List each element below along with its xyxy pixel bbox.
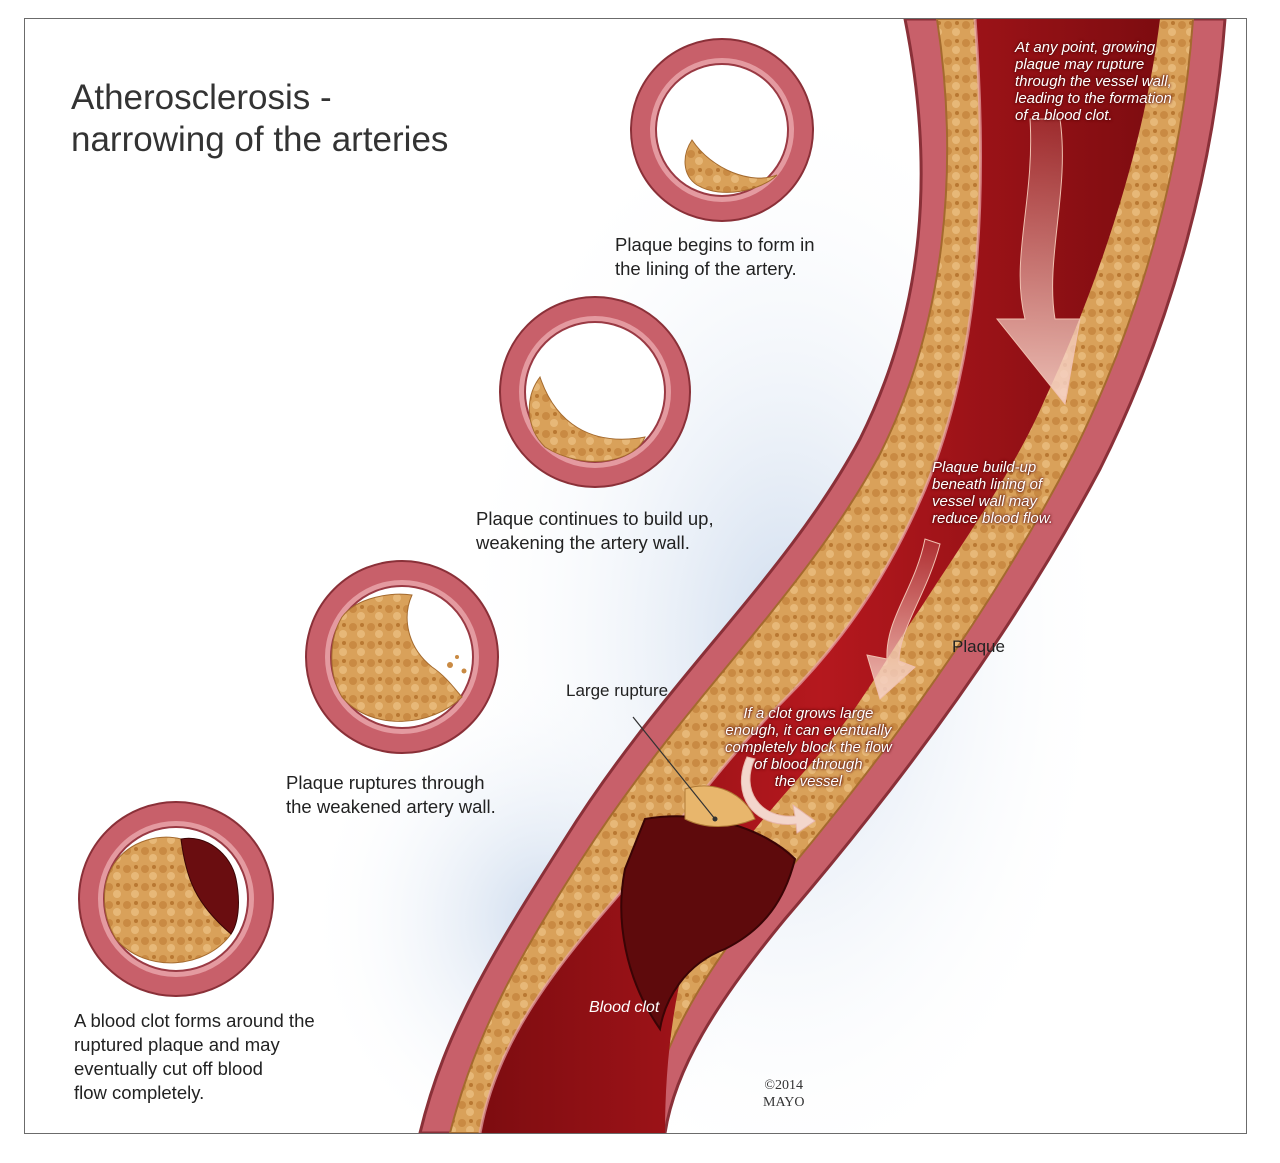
copyright-org: MAYO <box>763 1095 805 1110</box>
copyright-year: ©2014 <box>764 1078 804 1093</box>
note-buildup-line-3: vessel wall may <box>932 493 1038 510</box>
label-blood-clot: Blood clot <box>589 999 660 1016</box>
note-clot-block-line-4: of blood through <box>754 756 863 773</box>
note-rupture-risk-line-5: of a blood clot. <box>1015 107 1113 124</box>
large-rupture-leader <box>632 716 716 820</box>
stage-2-line-2: weakening the artery wall. <box>476 532 690 553</box>
cross-section-2 <box>499 296 691 488</box>
note-buildup-line-4: reduce blood flow. <box>932 510 1053 527</box>
note-clot-block-line-2: enough, it can eventually <box>725 722 892 739</box>
note-rupture-risk-line-3: through the vessel wall, <box>1015 73 1172 90</box>
stage-3-line-1: Plaque ruptures through <box>286 772 485 793</box>
artery-lumen <box>480 19 1160 1133</box>
stage-3-line-2: the weakened artery wall. <box>286 796 496 817</box>
label-plaque: Plaque <box>952 637 1005 656</box>
stage-4-line-4: flow completely. <box>74 1082 205 1103</box>
blood-clot <box>620 815 797 1032</box>
stage-4-caption: A blood clot forms around the ruptured p… <box>74 1009 315 1105</box>
artery-illustration <box>78 19 1227 1133</box>
note-rupture-risk: At any point, growing plaque may rupture… <box>1015 39 1172 124</box>
stage-2-caption: Plaque continues to build up, weakening … <box>476 507 714 555</box>
note-rupture-risk-line-2: plaque may rupture <box>1015 56 1145 73</box>
note-buildup-line-2: beneath lining of <box>932 476 1043 493</box>
illustration-frame: Atherosclerosis - narrowing of the arter… <box>24 18 1247 1134</box>
note-rupture-risk-line-1: At any point, growing <box>1015 39 1156 56</box>
stage-2-line-1: Plaque continues to build up, <box>476 508 714 529</box>
stage-1-line-2: the lining of the artery. <box>615 258 797 279</box>
note-clot-block: If a clot grows large enough, it can eve… <box>725 705 892 790</box>
cross-section-4 <box>78 801 274 997</box>
stage-3-caption: Plaque ruptures through the weakened art… <box>286 771 496 819</box>
flow-arrow-upper <box>995 118 1081 406</box>
note-clot-block-line-3: completely block the flow <box>725 739 892 756</box>
label-large-rupture: Large rupture <box>566 681 669 700</box>
note-clot-block-line-1: If a clot grows large <box>743 705 874 722</box>
stage-4-line-3: eventually cut off blood <box>74 1058 263 1079</box>
title-line-2: narrowing of the arteries <box>71 120 449 159</box>
flow-arrow-curved <box>740 756 816 834</box>
note-rupture-risk-line-4: leading to the formation <box>1015 90 1172 107</box>
flow-arrow-lower <box>866 538 941 700</box>
stage-4-line-1: A blood clot forms around the <box>74 1010 315 1031</box>
stage-1-line-1: Plaque begins to form in <box>615 234 815 255</box>
copyright-mark: ©2014 MAYO <box>763 1077 805 1111</box>
stage-1-caption: Plaque begins to form in the lining of t… <box>615 233 815 281</box>
rupture-fragment <box>684 785 756 827</box>
cross-section-1 <box>630 38 814 222</box>
artery-lining <box>478 19 983 1133</box>
note-buildup-line-1: Plaque build-up <box>932 459 1037 476</box>
note-clot-block-line-5: the vessel <box>774 773 843 790</box>
note-buildup: Plaque build-up beneath lining of vessel… <box>932 459 1053 527</box>
cross-section-3 <box>305 560 499 754</box>
page-title: Atherosclerosis - narrowing of the arter… <box>71 77 448 161</box>
title-line-1: Atherosclerosis - <box>71 78 332 117</box>
large-rupture-leader-dot <box>712 816 718 822</box>
stage-4-line-2: ruptured plaque and may <box>74 1034 280 1055</box>
